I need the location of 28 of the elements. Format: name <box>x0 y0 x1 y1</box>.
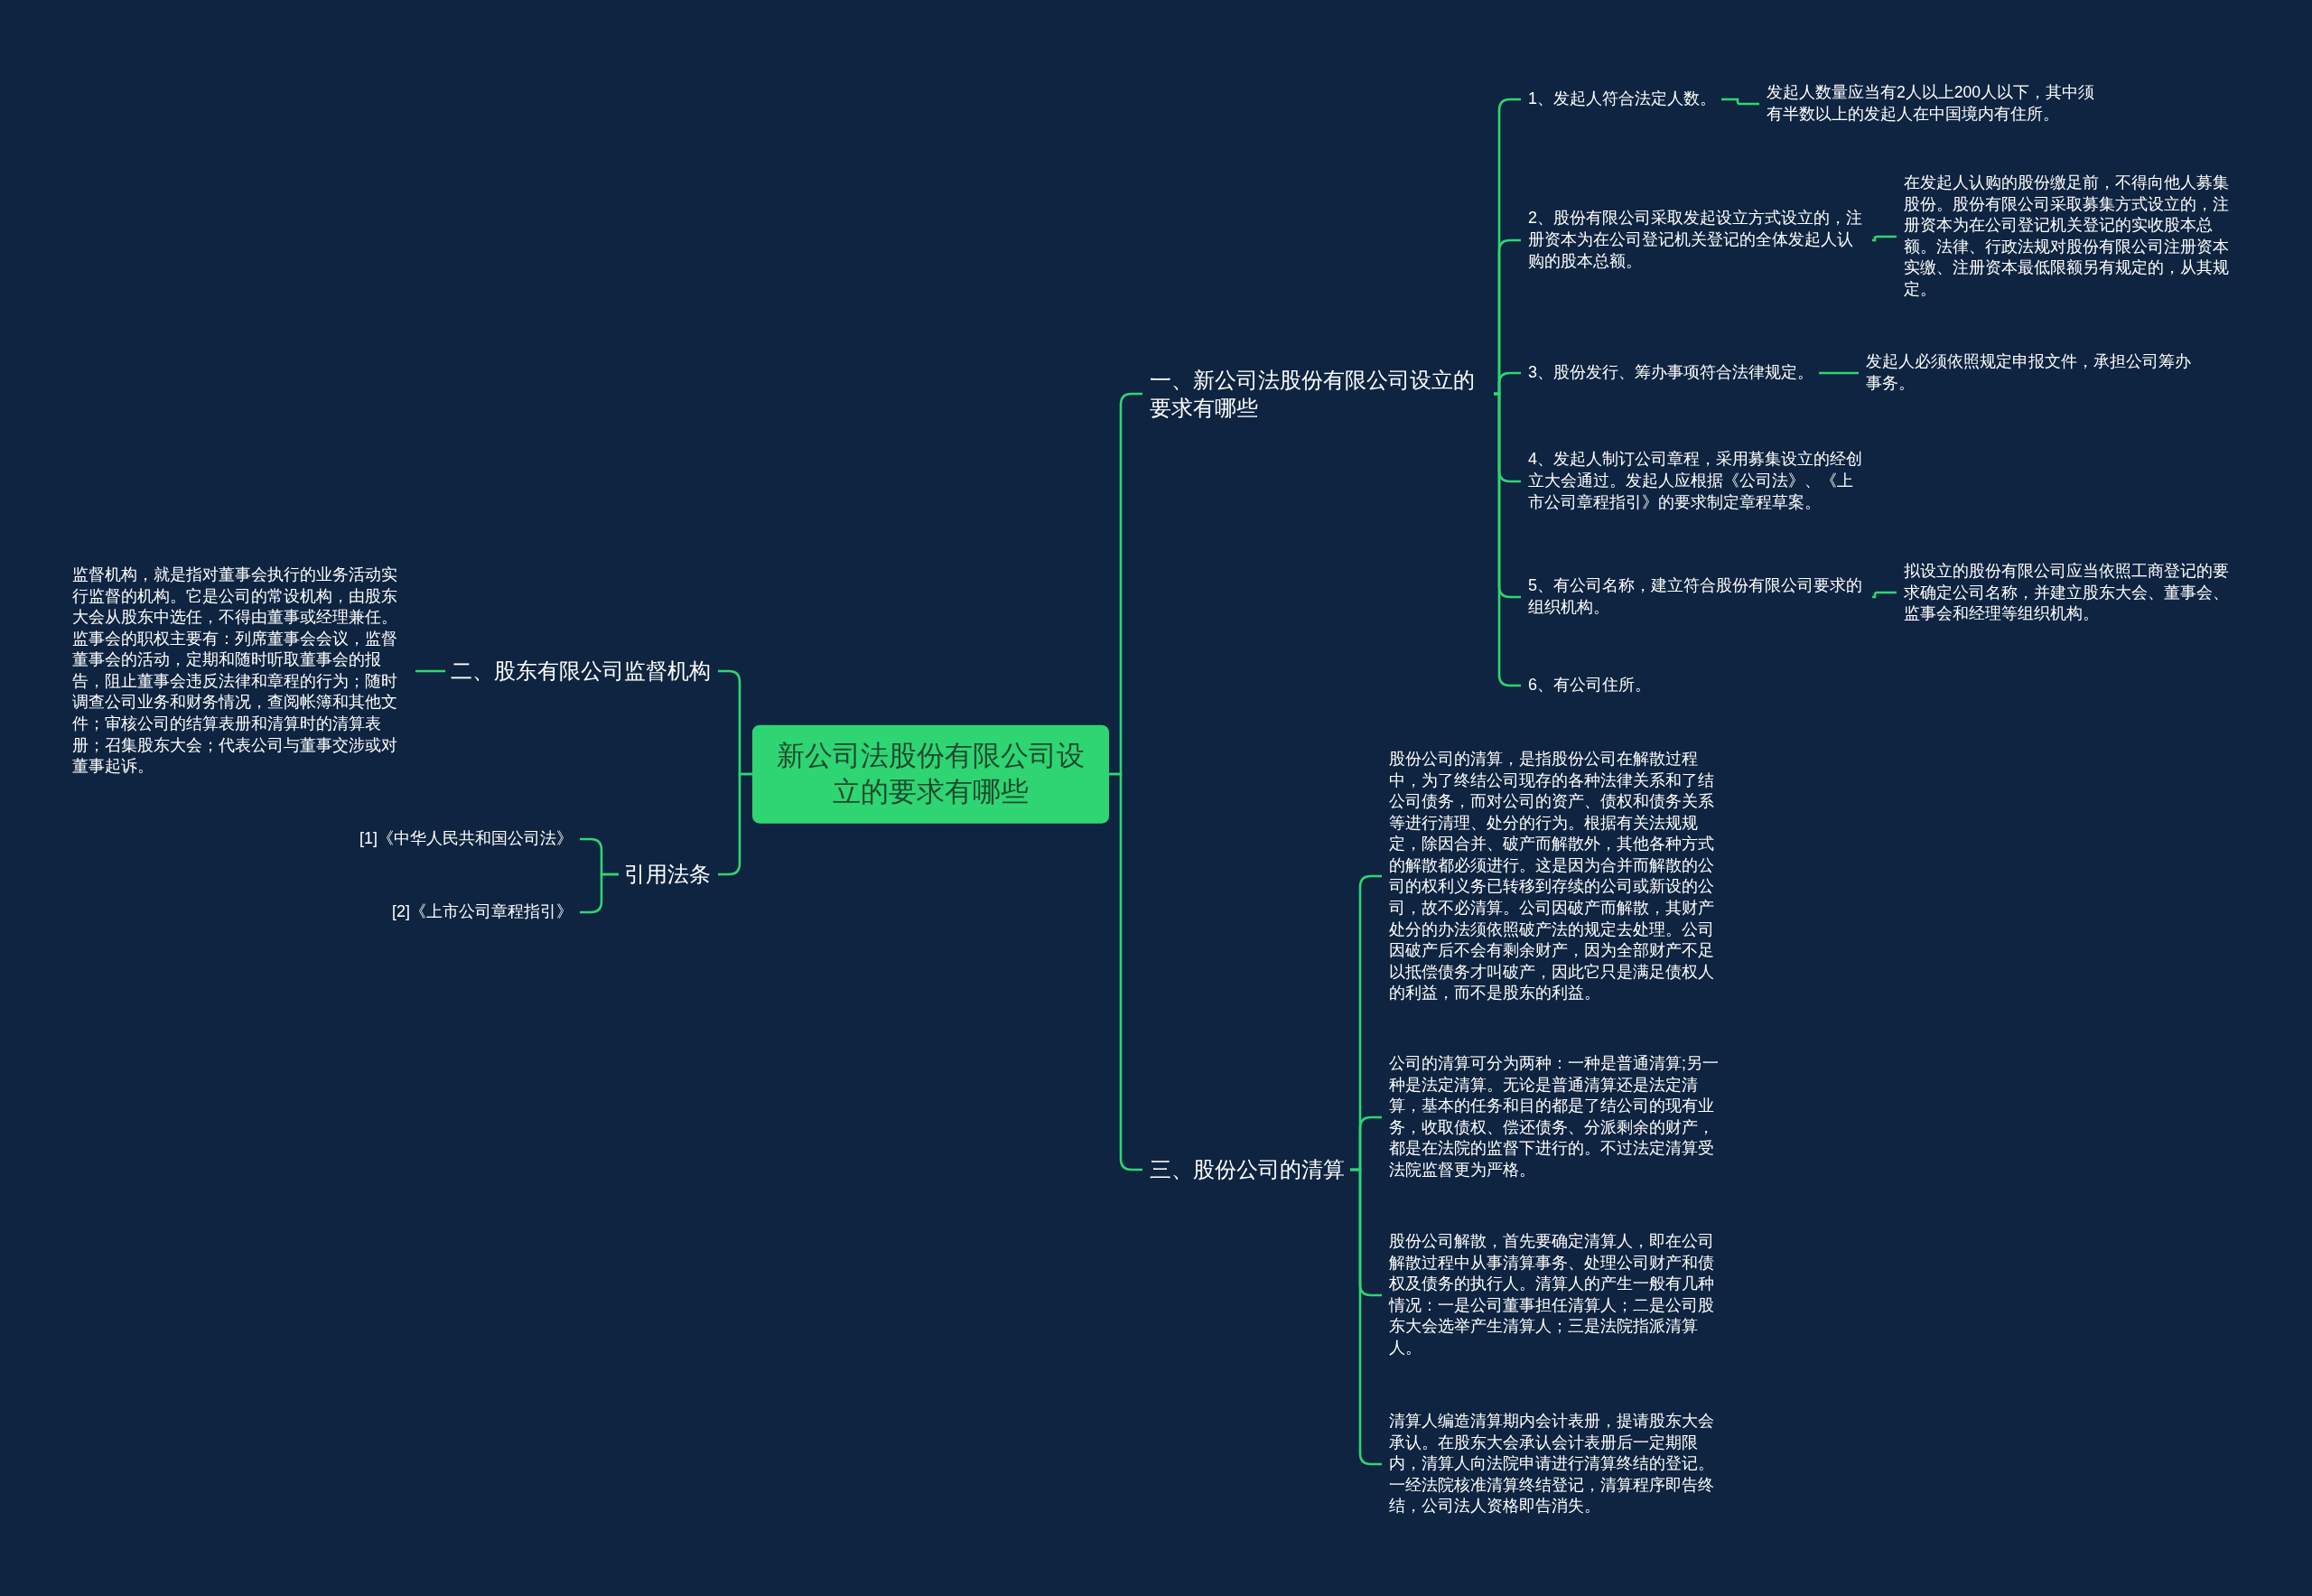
branch-topic: 三、股份公司的清算 <box>1150 1155 1345 1184</box>
note-paragraph: 发起人数量应当有2人以上200人以下，其中须有半数以上的发起人在中国境内有住所。 <box>1767 82 2102 126</box>
connector-line <box>415 669 445 673</box>
branch-topic: 二、股东有限公司监督机构 <box>451 657 711 686</box>
central-topic-box: 新公司法股份有限公司设立的要求有哪些 <box>752 724 1109 824</box>
note-paragraph: 发起人必须依照规定申报文件，承担公司筹办事务。 <box>1866 351 2202 395</box>
note-paragraph: 公司的清算可分为两种：一种是普通清算;另一种是法定清算。无论是普通清算还是法定清算，基本的任务和目的都是了结公司的现有业务，收取债权、偿还债务、分派剩余的财产，都是在法院的监督下进行的。不过法定清算受法院监督更为严格。 <box>1389 1053 1725 1181</box>
subtopic-text: 2、股份有限公司采取发起设立方式设立的，注册资本为在公司登记机关登记的全体发起人认购的股本总额。 <box>1528 208 1867 273</box>
subtopic-text: 6、有公司住所。 <box>1528 675 1651 696</box>
note-paragraph: 在发起人认购的股份缴足前，不得向他人募集股份。股份有限公司采取募集方式设立的，注册资本为在公司登记机关登记的实收股本总额。法律、行政法规对股份有限公司注册资本实缴、注册资本最低限额另有规定的，从其规定。 <box>1904 173 2240 301</box>
subtopic-text: 1、发起人符合法定人数。 <box>1528 89 1716 110</box>
connector-line <box>1721 98 1759 106</box>
connector-line <box>580 873 619 914</box>
reference-text: [2]《上市公司章程指引》 <box>392 901 573 923</box>
subtopic-text: 4、发起人制订公司章程，采用募集设立的经创立大会通过。发起人应根据《公司法》、《上市公司章程指引》的要求制定章程草案。 <box>1528 449 1867 514</box>
connector-line <box>1872 591 1897 599</box>
note-paragraph: 股份公司解散，首先要确定清算人，即在公司解散过程中从事清算事务、处理公司财产和债权及债务的执行人。清算人的产生一般有几种情况：一是公司董事担任清算人；二是公司股东大会选举产生清算人；三是法院指派清算人。 <box>1389 1231 1725 1359</box>
reference-text: [1]《中华人民共和国公司法》 <box>359 828 573 850</box>
subtopic-text: 3、股份发行、筹办事项符合法律规定。 <box>1528 362 1813 384</box>
connector-line <box>1819 371 1859 375</box>
subtopic-text: 5、有公司名称，建立符合股份有限公司要求的组织机构。 <box>1528 575 1867 619</box>
note-paragraph: 股份公司的清算，是指股份公司在解散过程中，为了终结公司现存的各种法律关系和了结公司债务，而对公司的资产、债权和债务关系等进行清理、处分的行为。根据有关法规规定，除因合并、破产而解散外，其他各种方式的解散都必须进行。这是因为合并而解散的公司的权利义务已转移到存续的公司或新设的公司，故不必清算。公司因破产而解散，其财产处分的办法须依照破产法的规定去处理。公司因破产后不会有剩余财产，因为全部财产不足以抵偿债务才叫破产，因此它只是满足债权人的利益，而不是股东的利益。 <box>1389 748 1725 1004</box>
branch-topic: 一、新公司法股份有限公司设立的要求有哪些 <box>1150 365 1488 423</box>
note-paragraph: 拟设立的股份有限公司应当依照工商登记的要求确定公司名称，并建立股东大会、董事会、监事会和经理等组织机构。 <box>1904 560 2240 625</box>
connector-line <box>1872 235 1897 242</box>
note-paragraph: 清算人编造清算期内会计表册，提请股东大会承认。在股东大会承认会计表册后一定期限内，清算人向法院申请进行清算终结的登记。一经法院核准清算终结登记，清算程序即告终结，公司法人资格即告消失。 <box>1389 1411 1725 1517</box>
branch-topic: 引用法条 <box>624 860 711 889</box>
note-paragraph: 监督机构，就是指对董事会执行的业务活动实行监督的机构。它是公司的常设机构，由股东大会从股东中选任，不得由董事或经理兼任。监事会的职权主要有：列席董事会会议，监督董事会的活动，定期和随时听取董事会的报告，阻止董事会违反法律和章程的行为；随时调查公司业务和财务情况，查阅帐簿和其他文件；审核公司的结算表册和清算时的清算表册；召集股东大会；代表公司与董事交涉或对董事起诉。 <box>72 565 408 778</box>
